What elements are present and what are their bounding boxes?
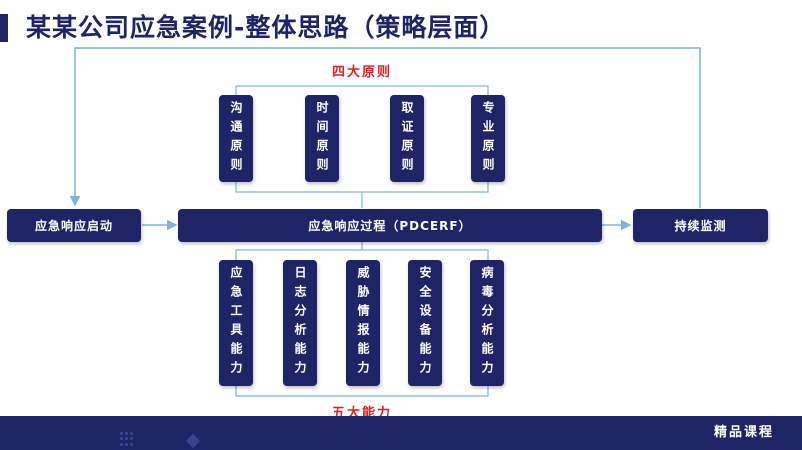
footer-course-label: 精品课程: [713, 425, 774, 440]
title-accent-bar: [0, 14, 8, 42]
principle-node-evidence: 取证原则: [390, 95, 424, 182]
capability-node-security-devices: 安全设备能力: [408, 260, 442, 386]
capability-node-virus-analysis: 病毒分析能力: [470, 260, 504, 386]
response-start-node: 应急响应启动: [7, 209, 141, 242]
principle-node-professional: 专业原则: [471, 95, 505, 182]
capability-node-threat-intel: 威胁情报能力: [346, 260, 380, 386]
top-group-label: 四大原则: [331, 65, 392, 80]
footer-dots-decoration: [120, 432, 134, 446]
principle-node-time: 时间原则: [305, 95, 339, 182]
top-bracket-upper: [235, 85, 489, 95]
footer-diamond-decoration: [185, 433, 201, 449]
continuous-monitoring-node: 持续监测: [633, 209, 768, 242]
top-bracket-lower: [235, 182, 489, 193]
bottom-bracket-lower: [235, 386, 489, 397]
response-process-node: 应急响应过程（PDCERF）: [178, 209, 602, 242]
bottom-bracket-upper: [235, 249, 489, 260]
footer-bar: 精品课程: [0, 416, 802, 450]
feedback-loop-line: [69, 47, 701, 208]
capability-node-log-analysis: 日志分析能力: [283, 260, 317, 386]
capability-node-tools: 应急工具能力: [219, 260, 253, 386]
page-title: 某某公司应急案例-整体思路（策略层面）: [26, 13, 506, 42]
principle-node-communication: 沟通原则: [219, 95, 253, 182]
